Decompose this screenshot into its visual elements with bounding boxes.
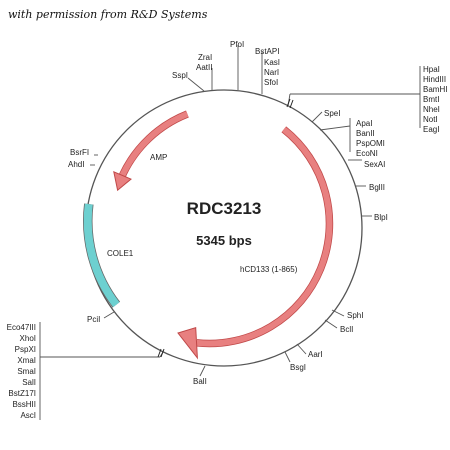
- site-eagi: EagI: [423, 125, 439, 134]
- hcd133-arrowhead: [177, 327, 198, 360]
- site-econi: EcoNI: [356, 149, 378, 158]
- site-ahdi: AhdI: [68, 160, 84, 169]
- site-bmti: BmtI: [423, 95, 439, 104]
- site-pspomi: PspOMI: [356, 139, 385, 148]
- site-aari: AarI: [308, 350, 323, 359]
- hcd133-arrow-body: [196, 126, 333, 347]
- bcli-tick: [324, 319, 338, 329]
- site-xhoi: XhoI: [20, 334, 36, 343]
- aari-tick: [296, 343, 307, 355]
- site-zrai: ZraI: [198, 53, 212, 62]
- cole1-feature-fill: [83, 203, 120, 308]
- site-xmai: XmaI: [17, 356, 36, 365]
- site-bsgi: BsgI: [290, 363, 306, 372]
- site-spei: SpeI: [324, 109, 340, 118]
- site-nari: NarI: [264, 68, 279, 77]
- cole1-label: COLE1: [107, 249, 134, 258]
- site-sexai: SexAI: [364, 160, 385, 169]
- site-bali: BalI: [193, 377, 207, 386]
- site-bstapi: BstAPI: [255, 47, 279, 56]
- cut-marks: [157, 98, 294, 358]
- site-pcii: PciI: [87, 315, 100, 324]
- pcii-tick: [103, 311, 115, 319]
- site-sspi: SspI: [172, 71, 188, 80]
- amp-arrowhead: [113, 170, 132, 192]
- cut-mark-top-b: [289, 99, 294, 109]
- site-sfoi: SfoI: [264, 78, 278, 87]
- cut-mark-bottom-b: [160, 348, 165, 358]
- site-sphi: SphI: [347, 311, 363, 320]
- site-apai: ApaI: [356, 119, 372, 128]
- site-smai: SmaI: [17, 367, 36, 376]
- plasmid-backbone: [85, 89, 363, 367]
- spei-tick: [311, 111, 323, 123]
- site-blpi: BlpI: [374, 213, 388, 222]
- site-aatii: AatII: [196, 63, 212, 72]
- amp-arrow-body: [119, 111, 189, 177]
- site-banii: BanII: [356, 129, 375, 138]
- site-pspxi: PspXI: [15, 345, 36, 354]
- site-eco47iii: Eco47III: [7, 323, 36, 332]
- site-bstz17i: BstZ17I: [8, 389, 36, 398]
- bali-tick: [199, 365, 206, 377]
- cut-mark-top-a: [286, 98, 291, 108]
- site-pfoi: PfoI: [230, 40, 244, 49]
- sspi-tick: [187, 77, 205, 92]
- site-kasi: KasI: [264, 58, 280, 67]
- amp-arrow: [118, 110, 189, 178]
- site-hindiii: HindIII: [423, 75, 446, 84]
- site-sali: SalI: [22, 378, 36, 387]
- plasmid-name: RDC3213: [187, 199, 262, 218]
- site-nhei: NheI: [423, 105, 440, 114]
- site-bglii: BglII: [369, 183, 385, 192]
- site-bsshii: BssHII: [12, 400, 36, 409]
- site-bsrfi: BsrFI: [70, 148, 89, 157]
- site-ticks: [39, 45, 421, 420]
- cut-mark-bottom-a: [157, 348, 162, 358]
- bsgi-tick: [284, 351, 291, 363]
- site-bcli: BclI: [340, 325, 353, 334]
- permission-credit: with permission from R&D Systems: [8, 8, 208, 21]
- site-asci: AscI: [20, 411, 36, 420]
- site-noti: NotI: [423, 115, 438, 124]
- plasmid-size: 5345 bps: [196, 233, 252, 248]
- site-hpai: HpaI: [423, 65, 440, 74]
- hcd133-label: hCD133 (1-865): [240, 265, 298, 274]
- sphi-tick: [331, 309, 345, 317]
- site-bamhi: BamHI: [423, 85, 447, 94]
- apai-tick: [319, 125, 351, 131]
- amp-label: AMP: [150, 153, 167, 162]
